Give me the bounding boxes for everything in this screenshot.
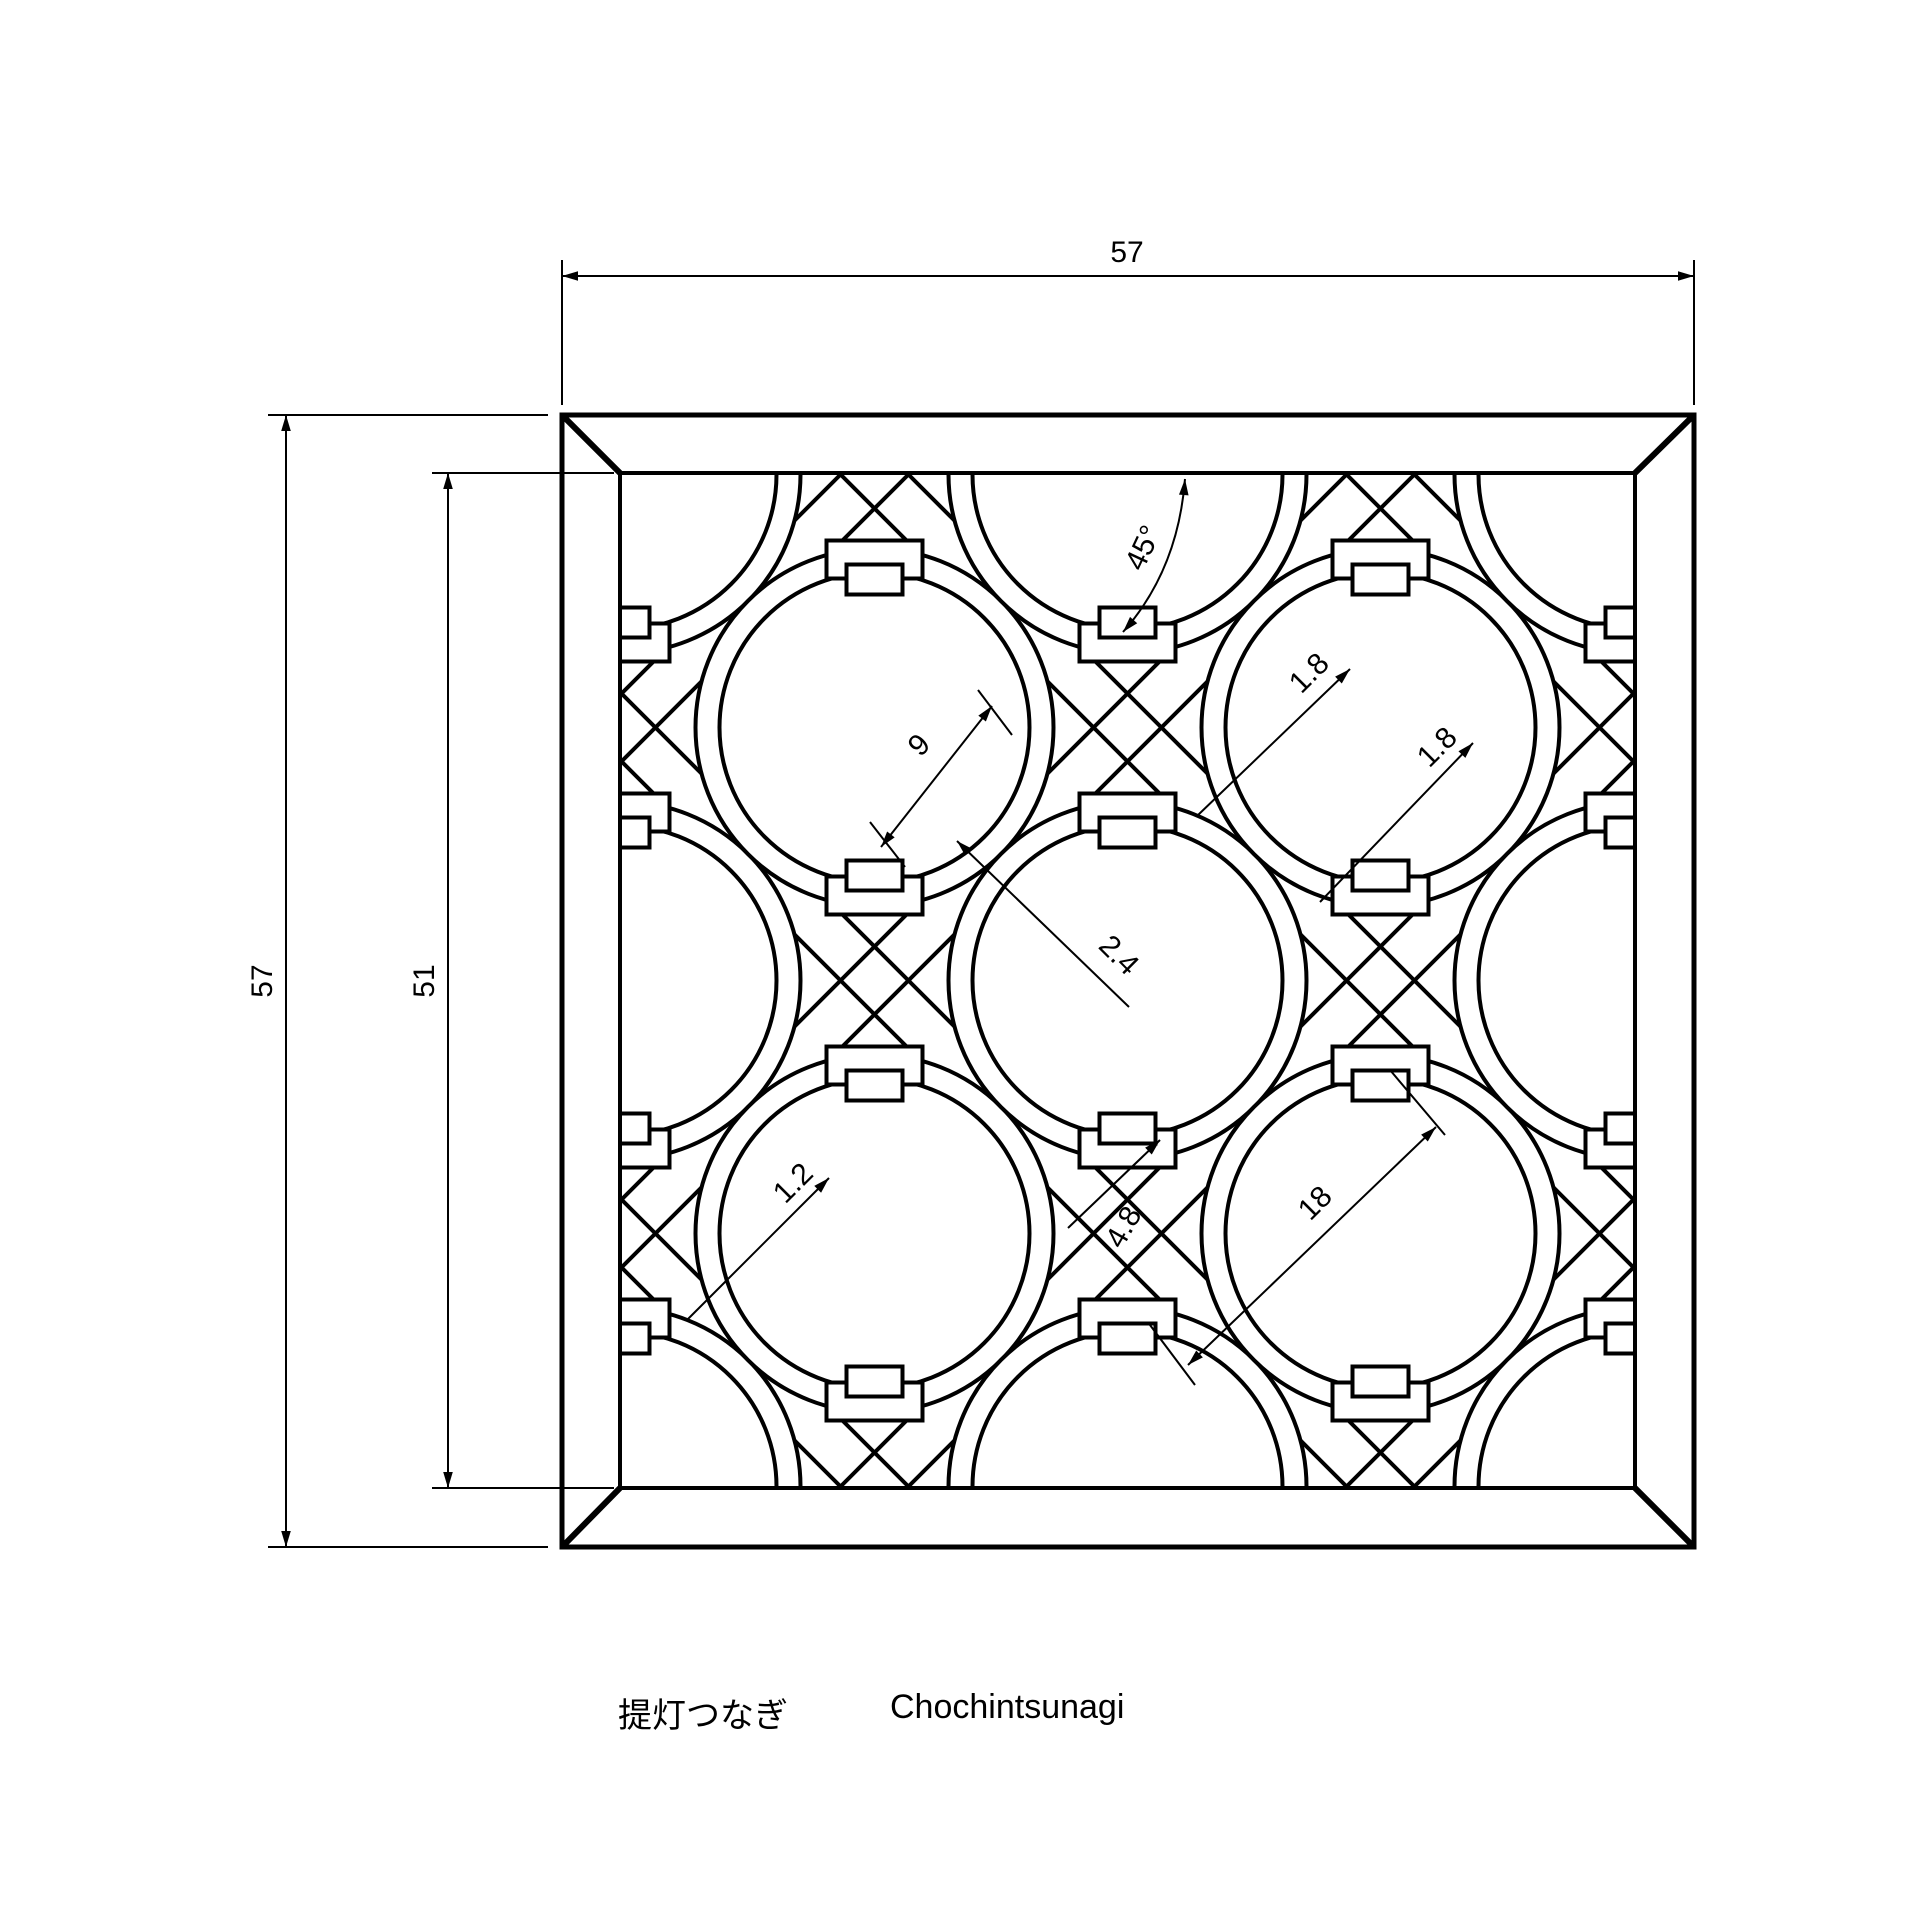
lantern-cap-inner — [844, 858, 905, 893]
lantern-inner-ring — [717, 1076, 1032, 1391]
dim-line-bar — [956, 840, 1130, 1008]
lantern-cap-inner — [594, 312, 650, 342]
lantern-cap-inner — [1606, 1620, 1662, 1650]
dim-line-gap — [1196, 668, 1351, 817]
lantern-inner-ring — [1223, 570, 1538, 885]
lantern-inner-ring — [1223, 1076, 1538, 1391]
lantern-cap-inner — [844, 562, 905, 597]
lantern-cap-inner — [1350, 1364, 1411, 1399]
lantern-cap-outer — [1586, 1636, 1682, 1674]
lantern-inner-ring — [970, 823, 1285, 1138]
dim-ext — [1149, 1324, 1196, 1386]
miter-tr — [1632, 412, 1697, 476]
dim-line-gap — [1319, 742, 1474, 903]
dim-ext — [869, 821, 906, 868]
dim-line-ring — [686, 1177, 830, 1321]
miter-bl — [559, 1485, 623, 1550]
caption-japanese: 提灯つなぎ — [618, 1697, 788, 1735]
lantern-cap-outer — [1586, 288, 1682, 326]
lantern-cap-inner — [594, 1620, 650, 1650]
dim-line-diameter — [1187, 1126, 1437, 1366]
lantern-inner-ring — [717, 570, 1032, 885]
angle-arc — [1122, 478, 1189, 633]
miter-br — [1632, 1485, 1697, 1550]
inner-frame — [618, 471, 1637, 1490]
dim-width-label: 57 — [1110, 236, 1143, 269]
lantern-cap-inner — [1350, 562, 1411, 597]
lantern-cap-inner — [1100, 312, 1156, 342]
lantern-cap-outer — [1080, 1636, 1176, 1674]
dim-line-radius — [880, 705, 993, 848]
lantern-cap-inner — [844, 1364, 905, 1399]
lantern-cap-inner — [1097, 1321, 1158, 1356]
lantern-pattern — [574, 288, 1682, 1674]
lantern-cap-outer — [574, 288, 670, 326]
lantern-cap-inner — [1100, 1620, 1156, 1650]
dimension-lines — [268, 260, 1695, 1548]
lantern-cap-inner — [1606, 312, 1662, 342]
lantern-cap-inner — [844, 1068, 905, 1103]
dim-inner-height-label: 51 — [408, 964, 441, 997]
dim-ext — [1389, 1069, 1446, 1136]
caption-romaji: Chochintsunagi — [890, 1688, 1125, 1726]
lantern-cap-inner — [1097, 605, 1158, 640]
lantern-cap-outer — [1080, 288, 1176, 326]
dim-line-double-bar — [1067, 1139, 1161, 1229]
dim-ext — [977, 689, 1013, 736]
lantern-cap-inner — [1097, 1111, 1158, 1146]
frame — [559, 412, 1697, 1550]
dim-height-label: 57 — [246, 964, 279, 997]
outer-frame — [559, 412, 1697, 1550]
lantern-cap-inner — [1350, 1068, 1411, 1103]
lantern-cap-outer — [574, 1636, 670, 1674]
lantern-cap-inner — [1097, 815, 1158, 850]
lantern-cap-inner — [1350, 858, 1411, 893]
miter-tl — [559, 412, 623, 476]
